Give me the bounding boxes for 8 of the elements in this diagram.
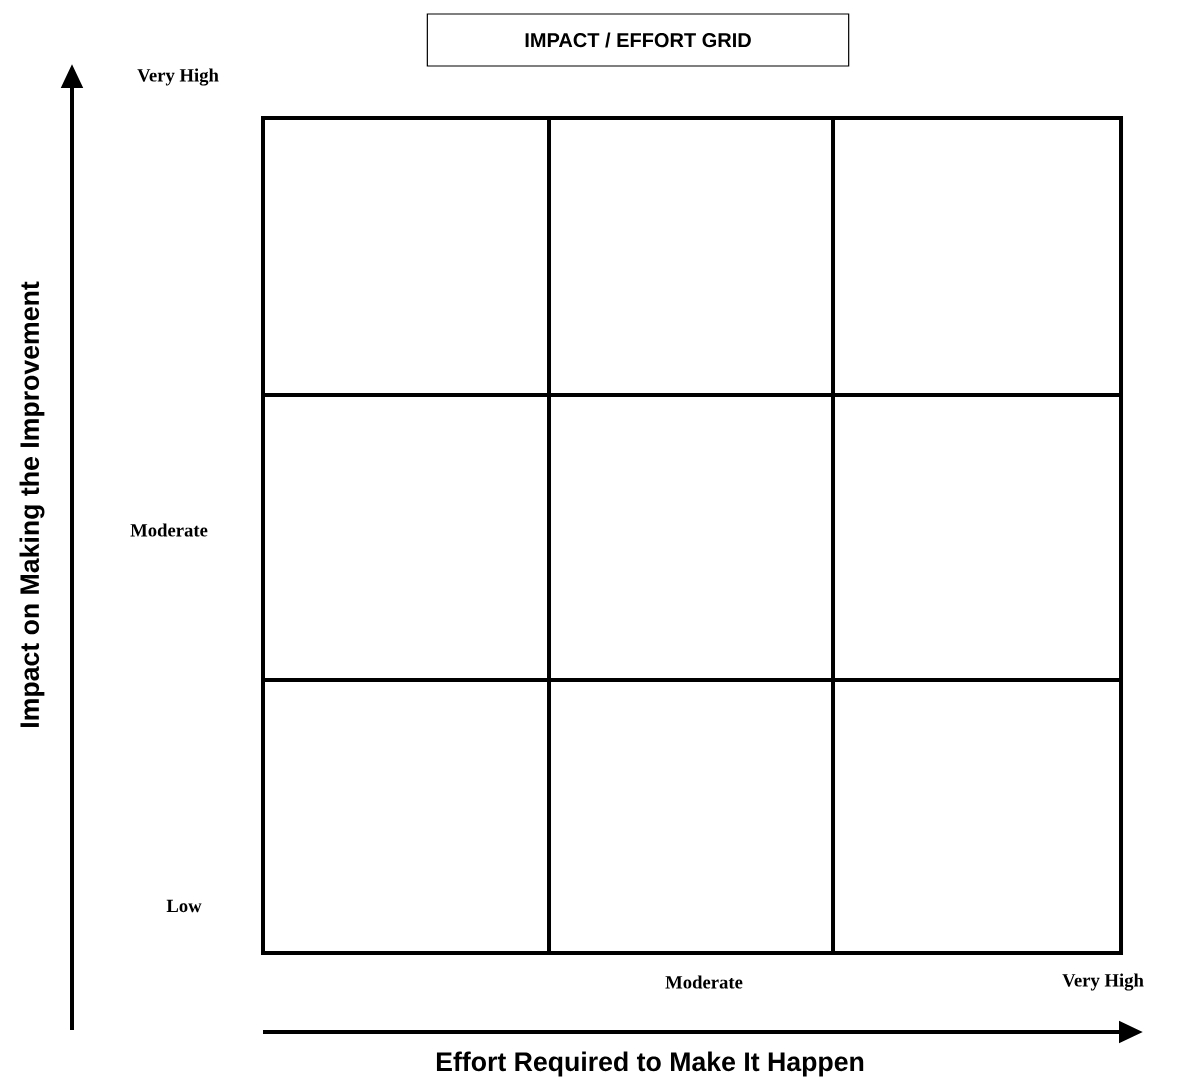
- axis-tick-label: Low: [166, 899, 202, 913]
- axis-tick-label: Moderate: [665, 975, 743, 989]
- axis-tick-label: Very High: [137, 68, 219, 86]
- title-box: IMPACT / EFFORT GRID: [426, 13, 850, 67]
- axis-tick-label: Very High: [1062, 973, 1144, 991]
- axis-title: Impact on Making the Improvement: [19, 281, 45, 727]
- axis-title: Effort Required to Make It Happen: [436, 1051, 864, 1077]
- axis-tick-label: Moderate: [130, 523, 208, 537]
